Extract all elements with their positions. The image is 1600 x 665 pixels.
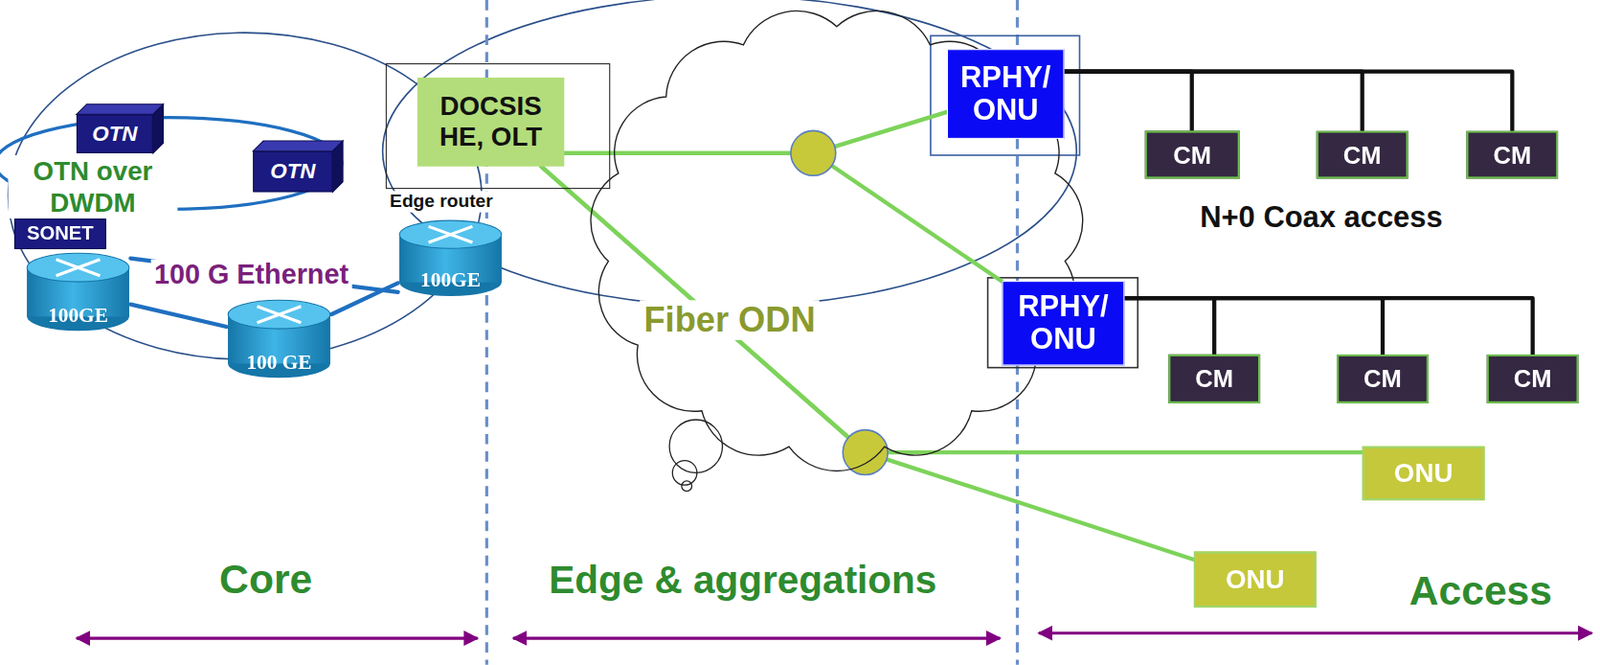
router-label: 100GE [47, 303, 109, 328]
zone-label: Access [1406, 567, 1556, 614]
network-link [540, 166, 1195, 560]
router-top [227, 299, 331, 329]
router-top [26, 252, 130, 282]
cable-modem: CM [1336, 354, 1429, 404]
network-label: OTN over DWDM [8, 155, 179, 219]
onu-box-label: ONU [1394, 456, 1454, 489]
sonet-node: SONET [14, 218, 107, 249]
otn-node: OTN [252, 151, 333, 193]
network-link [1064, 71, 1193, 132]
cable-modem: CM [1487, 354, 1579, 404]
cube-top [76, 104, 164, 115]
cable-modem: CM [1465, 130, 1558, 179]
network-link [1064, 71, 1513, 132]
network-link [1124, 297, 1533, 355]
cloud-shape [590, 10, 1083, 471]
router-icon: 100 GE [226, 297, 333, 380]
link-label: 100 G Ethernet [151, 259, 352, 292]
span-arrow [76, 635, 478, 639]
rphy-housing [930, 35, 1081, 156]
cable-modem-label: CM [1172, 140, 1212, 170]
cable-modem: CM [1145, 130, 1240, 179]
headend-box: DOCSIS HE, OLT [417, 77, 564, 167]
rphy-housing [988, 277, 1139, 368]
network-link [1064, 71, 1363, 132]
edge-router-box: Edge routerDOCSIS HE, OLT [385, 63, 610, 189]
router-icon: 100GE [25, 250, 132, 333]
cable-modem: CM [1168, 354, 1261, 404]
cube-side [332, 140, 343, 192]
edge-router-label: Edge router [387, 190, 496, 212]
cloud-bubble [669, 419, 722, 473]
rphy-onu-box-label: RPHY/ ONU [1003, 290, 1125, 356]
router-arrow [428, 225, 474, 243]
router-label: 100 GE [246, 350, 312, 375]
access-label: N+0 Coax access [1196, 200, 1446, 234]
cable-modem-label: CM [1513, 363, 1553, 393]
optical-splitter [842, 429, 888, 475]
cable-modem-label: CM [1194, 363, 1234, 393]
router-arrow [56, 259, 101, 276]
rphy-onu-box: RPHY/ ONU [946, 48, 1065, 139]
cloud-label: Fiber ODN [639, 299, 820, 340]
onu-box-label: ONU [1225, 563, 1285, 595]
router-top [399, 220, 502, 248]
network-link [130, 304, 226, 327]
headend-box-label: DOCSIS HE, OLT [417, 90, 564, 153]
router-icon: 100GE [398, 218, 504, 298]
network-link [1124, 297, 1215, 355]
router-arrow [56, 259, 101, 276]
sonet-node-label: SONET [26, 222, 94, 245]
otn-node-label: OTN [270, 158, 316, 184]
router-arrow [428, 225, 474, 243]
router-label: 100GE [420, 268, 481, 293]
cable-modem-label: CM [1363, 363, 1402, 393]
network-link [1124, 297, 1383, 355]
otn-node-label: OTN [91, 121, 137, 147]
rphy-onu-box: RPHY/ ONU [1002, 280, 1126, 365]
cable-modem: CM [1316, 130, 1409, 179]
network-link [563, 112, 947, 154]
router-arrow [257, 306, 302, 323]
router-arrow [257, 306, 302, 323]
onu-box: ONU [1194, 550, 1317, 608]
zone-label: Core [216, 556, 316, 603]
span-arrow [1038, 630, 1593, 634]
cable-modem-label: CM [1343, 140, 1382, 170]
otn-node: OTN [76, 113, 154, 153]
onu-box: ONU [1362, 446, 1486, 500]
rphy-onu-box-label: RPHY/ ONU [947, 61, 1063, 127]
network-link [130, 258, 398, 293]
cloud-bubble [681, 480, 693, 492]
cube-side [153, 104, 164, 154]
cable-modem-label: CM [1492, 140, 1532, 170]
zone-label: Edge & aggregations [545, 558, 940, 603]
span-arrow [513, 635, 1000, 639]
network-link [563, 153, 1002, 282]
optical-splitter [790, 130, 836, 176]
cube-top [252, 140, 343, 152]
